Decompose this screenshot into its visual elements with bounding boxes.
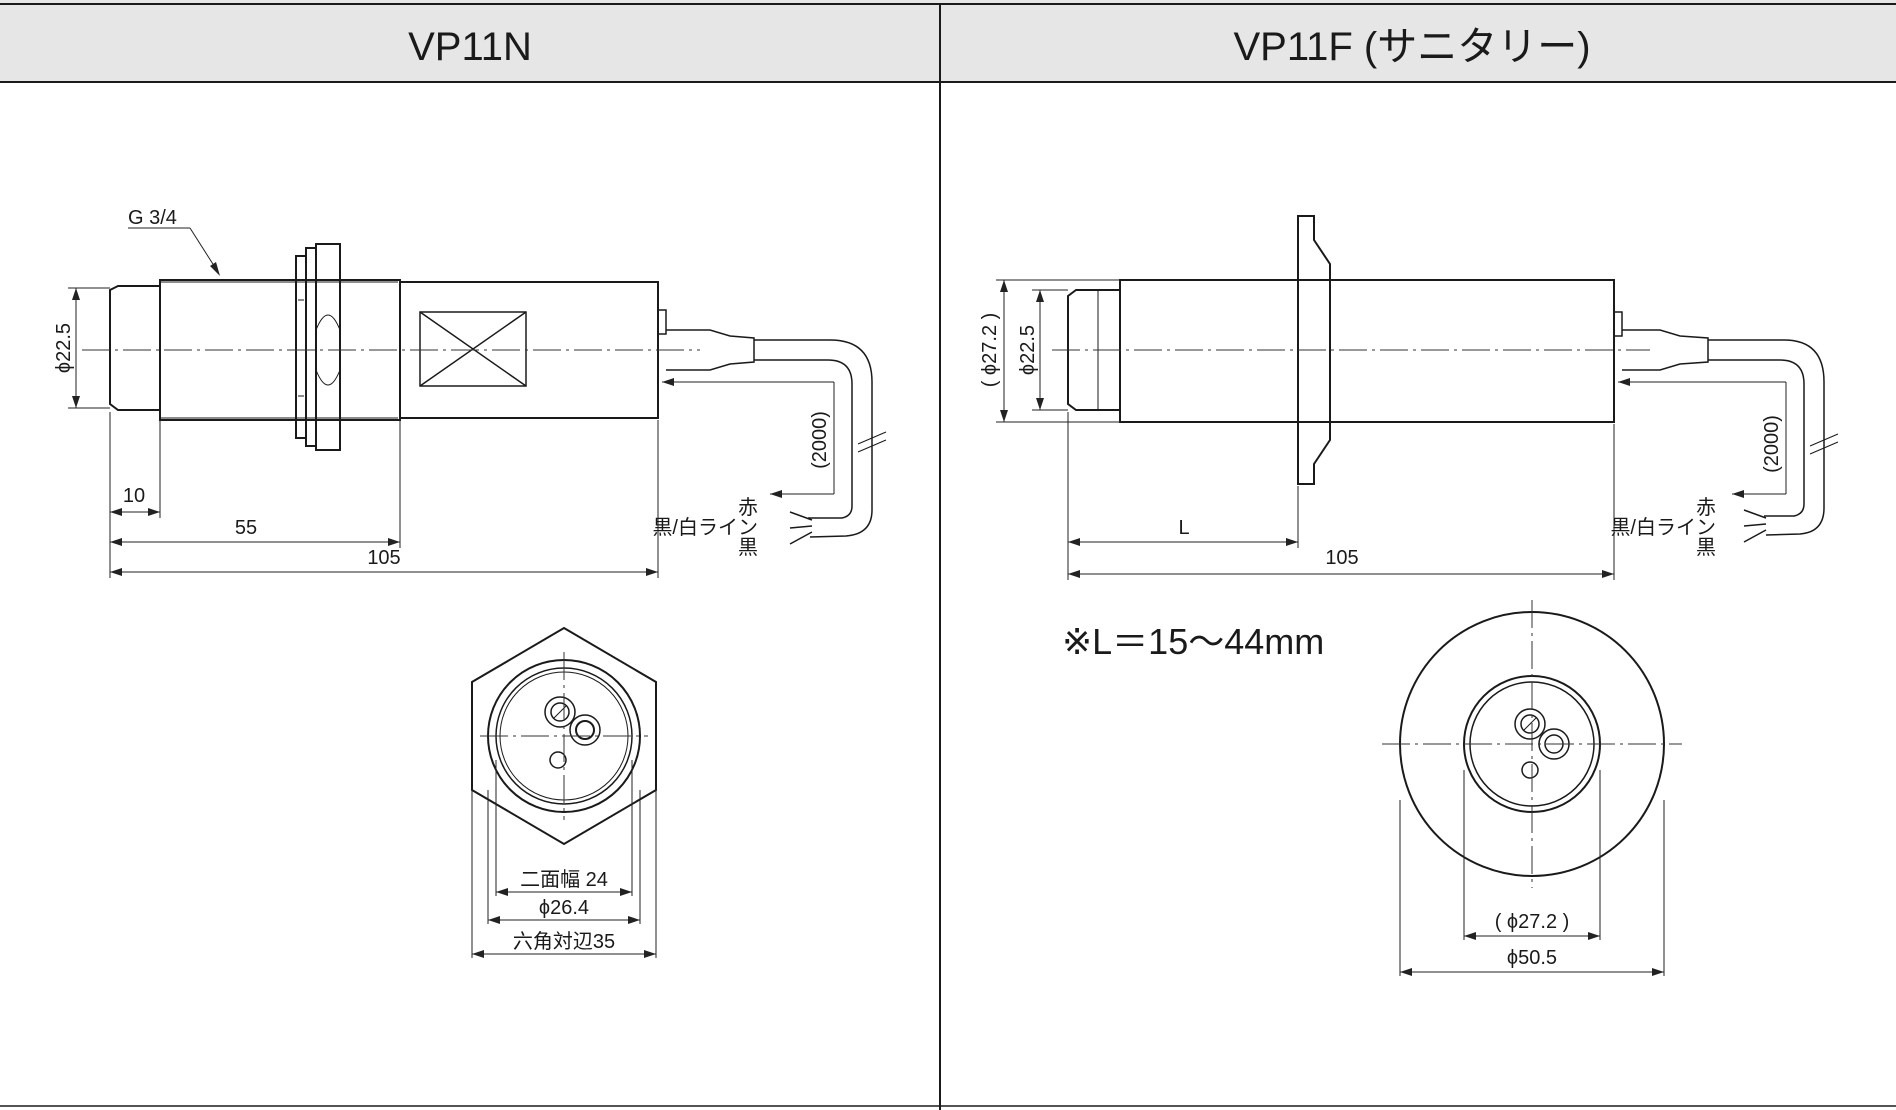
vp11n-wire-black: 黒	[738, 537, 758, 559]
vp11f-cable-length: (2000)	[1761, 415, 1783, 473]
vp11n-front-view: 二面幅 24 ϕ26.4 六角対辺35	[471, 626, 657, 958]
vp11f-side-view: ( ϕ27.2 ) ϕ22.5 L 105 (2000) 赤 黒/白ライン 黒	[979, 215, 1839, 662]
vp11f-wire-black: 黒	[1696, 537, 1716, 559]
vp11f-wire-red: 赤	[1696, 496, 1716, 519]
vp11n-across-flats: 二面幅 24	[520, 868, 608, 891]
vp11f-length-note: ※L＝15～44mm	[1062, 621, 1324, 662]
vp11n-hex-size: 六角対辺35	[513, 930, 615, 953]
vp11n-wire-line: 黒/白ライン	[652, 516, 758, 539]
vp11n-dia-label: ϕ22.5	[53, 323, 75, 373]
vp11f-outer-dia: ( ϕ27.2 )	[979, 313, 1001, 388]
vp11n-len-body: 55	[235, 517, 257, 539]
vp11n-side-view: ϕ22.5 G 3/4 10 55 105 (2000) 赤 黒	[53, 207, 887, 578]
vp11n-thread-label: G 3/4	[128, 207, 177, 229]
vp11f-wire-line: 黒/白ライン	[1610, 516, 1716, 539]
vp11f-front-view: ( ϕ27.2 ) ϕ50.5	[1382, 600, 1682, 976]
vp11n-wire-red: 赤	[738, 496, 758, 519]
vp11n-len-tip: 10	[123, 485, 145, 507]
vp11n-len-total: 105	[367, 547, 400, 569]
header-vp11n: VP11N	[408, 25, 532, 69]
vp11f-inner-dia: ϕ22.5	[1017, 325, 1039, 375]
vp11f-len-total: 105	[1325, 547, 1358, 569]
header-vp11f: VP11F (サニタリー)	[1233, 25, 1590, 69]
vp11f-len-l: L	[1178, 517, 1189, 539]
vp11f-face-dia: ( ϕ27.2 )	[1495, 911, 1570, 933]
vp11n-face-dia: ϕ26.4	[539, 897, 589, 919]
vp11n-cable-length: (2000)	[809, 411, 831, 469]
vp11f-flange-dia: ϕ50.5	[1507, 947, 1557, 969]
